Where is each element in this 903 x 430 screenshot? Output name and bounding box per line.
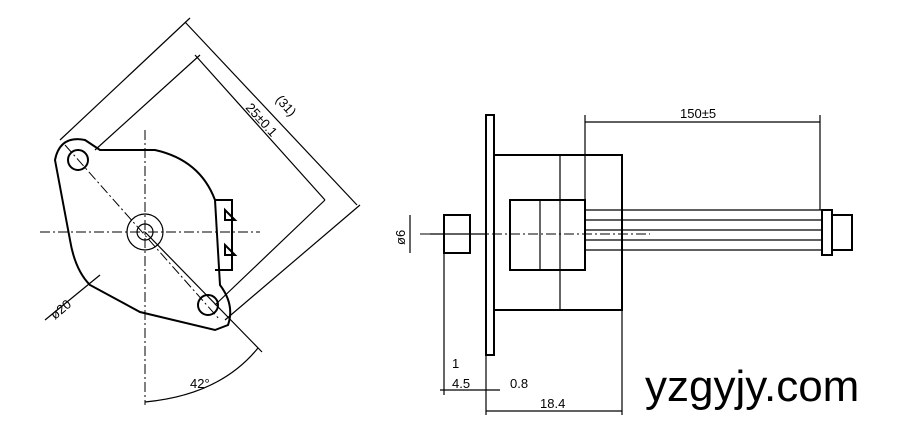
side-view: 150±5 ø6 1 4.5 0.8 18.4 (393, 106, 853, 415)
angle-leg (144, 231, 263, 353)
dim-4-5: 4.5 (452, 376, 470, 391)
wire-plug (831, 214, 853, 251)
dim-1: 1 (452, 356, 459, 371)
connector-terminals (539, 199, 586, 271)
front-view: (31) 25±0.1 ø20 42° (40, 17, 361, 405)
dim-dia20: ø20 (47, 296, 74, 322)
ext-line (59, 17, 191, 141)
motor-body (493, 154, 623, 311)
ext-line (94, 54, 201, 151)
flange-plate (485, 114, 495, 356)
mounting-flange-outline (53, 138, 232, 332)
dim-31: (31) (273, 92, 300, 119)
mount-hole-top (67, 149, 89, 171)
dim-angle-42: 42° (190, 376, 210, 391)
dim-line-31 (184, 21, 358, 206)
ext-line (224, 204, 361, 321)
watermark: yzgyjy.com (645, 362, 860, 411)
dim-line-20 (44, 274, 101, 321)
connector-housing (509, 199, 586, 271)
dim-0-8: 0.8 (510, 376, 528, 391)
dim-line-25 (194, 54, 326, 201)
angle-arc (144, 347, 259, 403)
mount-hole-bottom (197, 294, 219, 316)
wire-connector-ring (821, 209, 833, 256)
wire-bundle (585, 209, 822, 251)
dim-25: 25±0.1 (243, 100, 281, 140)
dim-18-4: 18.4 (540, 396, 565, 411)
centerline-diag (64, 144, 221, 321)
ext-line (214, 199, 326, 306)
dim-150: 150±5 (680, 106, 716, 121)
dim-dia6: ø6 (393, 230, 408, 245)
terminal-block (215, 199, 233, 271)
terminal-pins (224, 207, 238, 256)
